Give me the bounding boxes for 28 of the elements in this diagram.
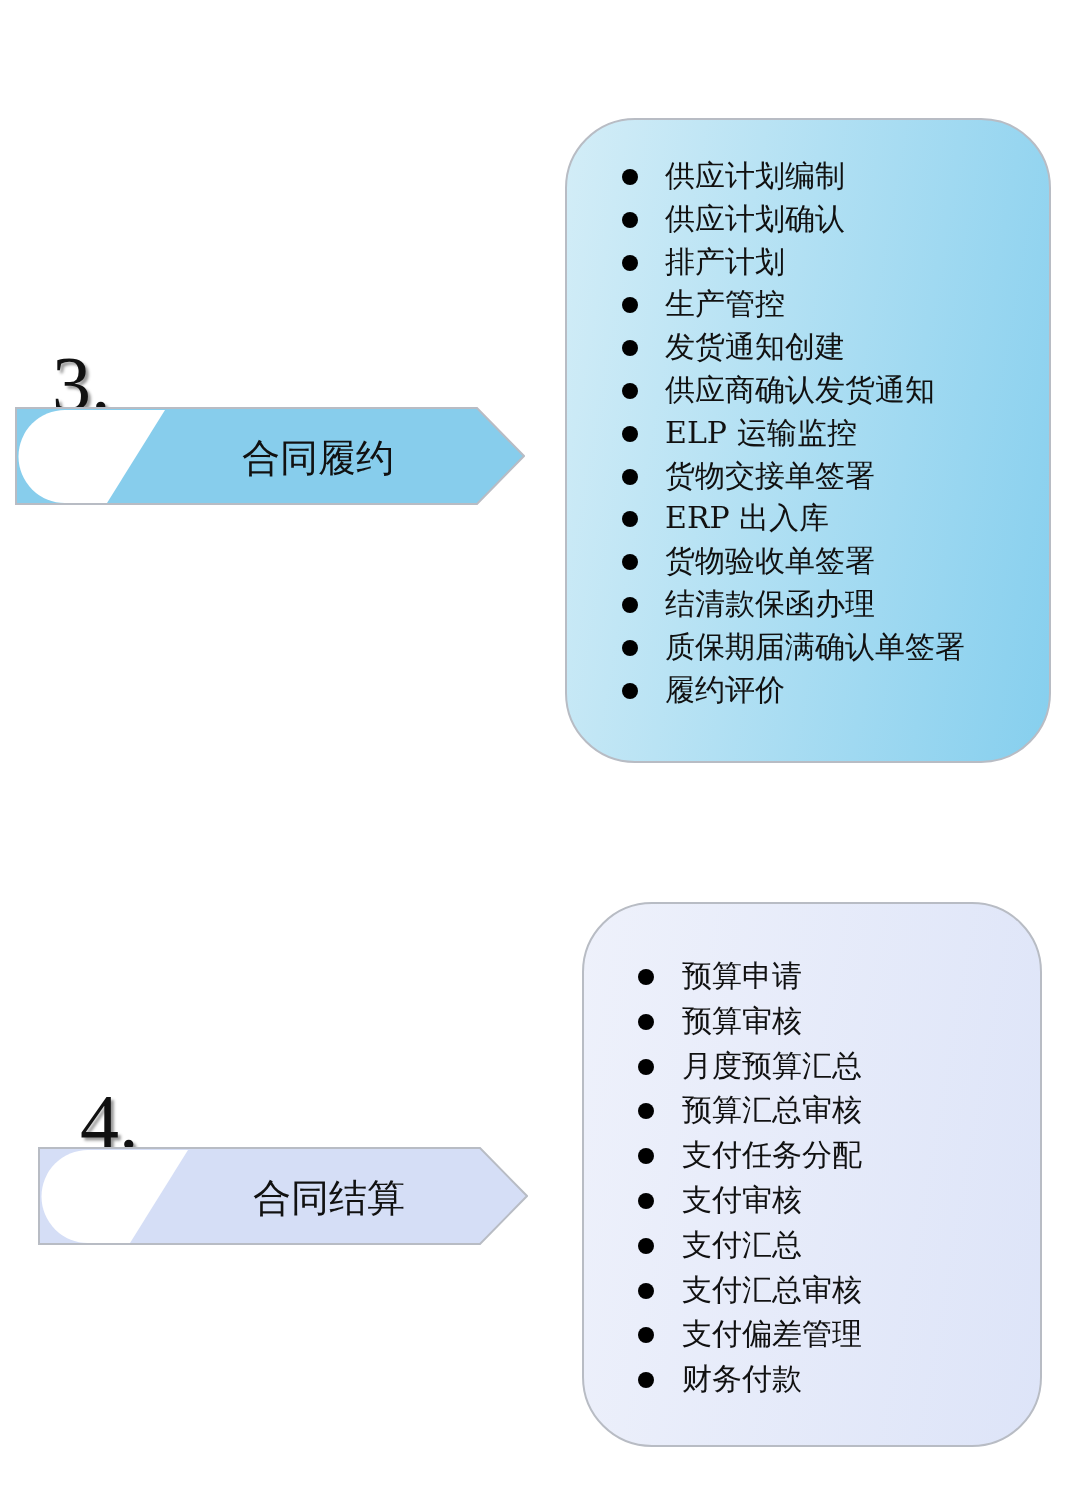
list-item-text: 排产计划 bbox=[665, 246, 785, 277]
list-item-text: 履约评价 bbox=[665, 674, 785, 705]
list-item-text: 预算审核 bbox=[682, 1005, 802, 1036]
list-item-text: ERP 出入库 bbox=[665, 503, 830, 534]
list-item-text: 支付审核 bbox=[682, 1185, 802, 1215]
list-item-text: 结清款保函办理 bbox=[665, 589, 875, 619]
list-item-text: ELP 运输监控 bbox=[665, 417, 857, 448]
list-item-text: 货物验收单签署 bbox=[665, 546, 875, 577]
rounded-panel bbox=[565, 118, 1051, 763]
list-item-text: 供应计划编制 bbox=[665, 161, 845, 191]
list-item-text: 预算汇总审核 bbox=[682, 1095, 862, 1126]
list-item-text: 供应商确认发货通知 bbox=[665, 375, 935, 405]
list-item-text: 质保期届满确认单签署 bbox=[665, 631, 965, 662]
list-item-text: 货物交接单签署 bbox=[665, 460, 875, 491]
stage-title: 合同结算 bbox=[253, 1175, 405, 1222]
stage-title: 合同履约 bbox=[242, 435, 394, 482]
list-item-text: 支付汇总审核 bbox=[682, 1274, 862, 1305]
list-item-text: 支付偏差管理 bbox=[682, 1319, 862, 1350]
list-item-text: 支付汇总 bbox=[682, 1229, 802, 1260]
rounded-panel bbox=[582, 902, 1042, 1447]
list-item-text: 财务付款 bbox=[682, 1364, 802, 1395]
list-item-text: 预算申请 bbox=[682, 961, 802, 991]
list-item-text: 生产管控 bbox=[665, 289, 785, 320]
step-number: 4. bbox=[80, 1083, 139, 1161]
list-item-text: 发货通知创建 bbox=[665, 332, 845, 363]
list-item-text: 支付任务分配 bbox=[682, 1140, 862, 1171]
list-item-text: 月度预算汇总 bbox=[682, 1050, 862, 1081]
list-item-text: 供应计划确认 bbox=[665, 203, 845, 234]
